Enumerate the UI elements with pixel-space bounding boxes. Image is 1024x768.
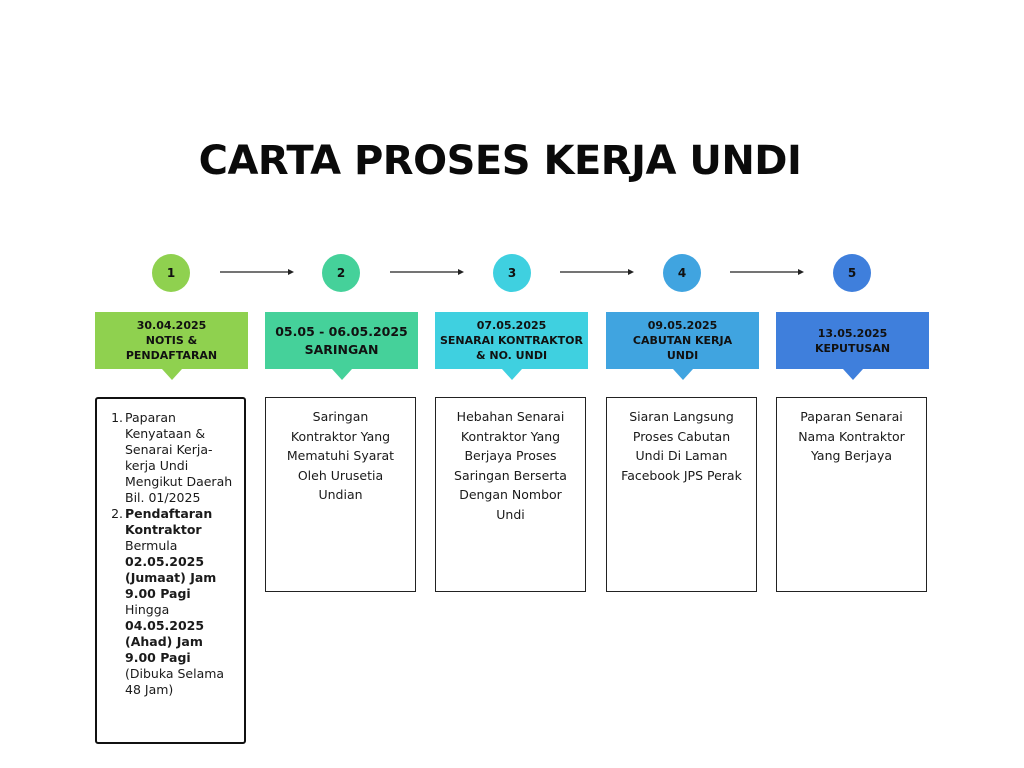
arrow-2-to-3 [390, 269, 464, 275]
step-2-date: 05.05 - 06.05.2025 [275, 323, 408, 339]
step-5-date: 13.05.2025 [817, 326, 888, 340]
step-2-details: Saringan Kontraktor Yang Mematuhi Syarat… [265, 397, 416, 592]
step-1-details: 1. Paparan Kenyataan & Senarai Kerja-ker… [95, 397, 246, 744]
step-3-number-badge: 3 [493, 254, 531, 292]
step-1-header: 30.04.2025 NOTIS & PENDAFTARAN [95, 312, 248, 380]
step-1-list-item-2: 2. Pendaftaran Kontraktor Bermula 02.05.… [105, 506, 234, 698]
list-number: 2. [111, 506, 123, 521]
step-3-header: 07.05.2025 SENARAI KONTRAKTOR & NO. UNDI [435, 312, 588, 380]
step-4-title-line-1: CABUTAN KERJA [632, 334, 733, 347]
step-3-date: 07.05.2025 [476, 319, 547, 332]
step-2-title: SARINGAN [304, 341, 379, 357]
until-word: Hingga [125, 602, 170, 617]
step-1-list-item-1: 1. Paparan Kenyataan & Senarai Kerja-ker… [105, 410, 234, 506]
registration-label: Pendaftaran Kontraktor [125, 506, 213, 537]
step-1-item-1-text: Paparan Kenyataan & Senarai Kerja-kerja … [125, 410, 233, 505]
step-2-number-badge: 2 [322, 254, 360, 292]
step-4-number-badge: 4 [663, 254, 701, 292]
end-datetime: 04.05.2025 (Ahad) Jam 9.00 Pagi [125, 618, 205, 665]
step-4-title-line-2: UNDI [666, 349, 699, 362]
arrow-3-to-4 [560, 269, 634, 275]
step-4-header: 09.05.2025 CABUTAN KERJA UNDI [606, 312, 759, 380]
step-1-date: 30.04.2025 [136, 319, 207, 332]
step-2-header: 05.05 - 06.05.2025 SARINGAN [265, 312, 418, 380]
step-5-header: 13.05.2025 KEPUTUSAN [776, 312, 929, 380]
step-1-number-badge: 1 [152, 254, 190, 292]
step-4-details: Siaran Langsung Proses Cabutan Undi Di L… [606, 397, 757, 592]
start-word: Bermula [125, 538, 178, 553]
step-5-details: Paparan Senarai Nama Kontraktor Yang Ber… [776, 397, 927, 592]
step-3-title-line-2: & NO. UNDI [475, 349, 548, 362]
step-4-date: 09.05.2025 [647, 319, 718, 332]
arrow-4-to-5 [730, 269, 804, 275]
step-3-title-line-1: SENARAI KONTRAKTOR [440, 334, 583, 347]
step-1-title-line-2: PENDAFTARAN [125, 349, 218, 362]
duration-note: (Dibuka Selama 48 Jam) [125, 666, 225, 697]
arrow-1-to-2 [220, 269, 294, 275]
step-5-title: KEPUTUSAN [814, 341, 891, 355]
step-3-details: Hebahan Senarai Kontraktor Yang Berjaya … [435, 397, 586, 592]
step-1-item-2-text: Pendaftaran Kontraktor Bermula 02.05.202… [125, 506, 234, 698]
start-datetime: 02.05.2025 (Jumaat) Jam 9.00 Pagi [125, 554, 217, 601]
step-1-title-line-1: NOTIS & [145, 334, 198, 347]
step-5-number-badge: 5 [833, 254, 871, 292]
list-number: 1. [111, 410, 123, 425]
page-title: CARTA PROSES KERJA UNDI [198, 138, 802, 184]
